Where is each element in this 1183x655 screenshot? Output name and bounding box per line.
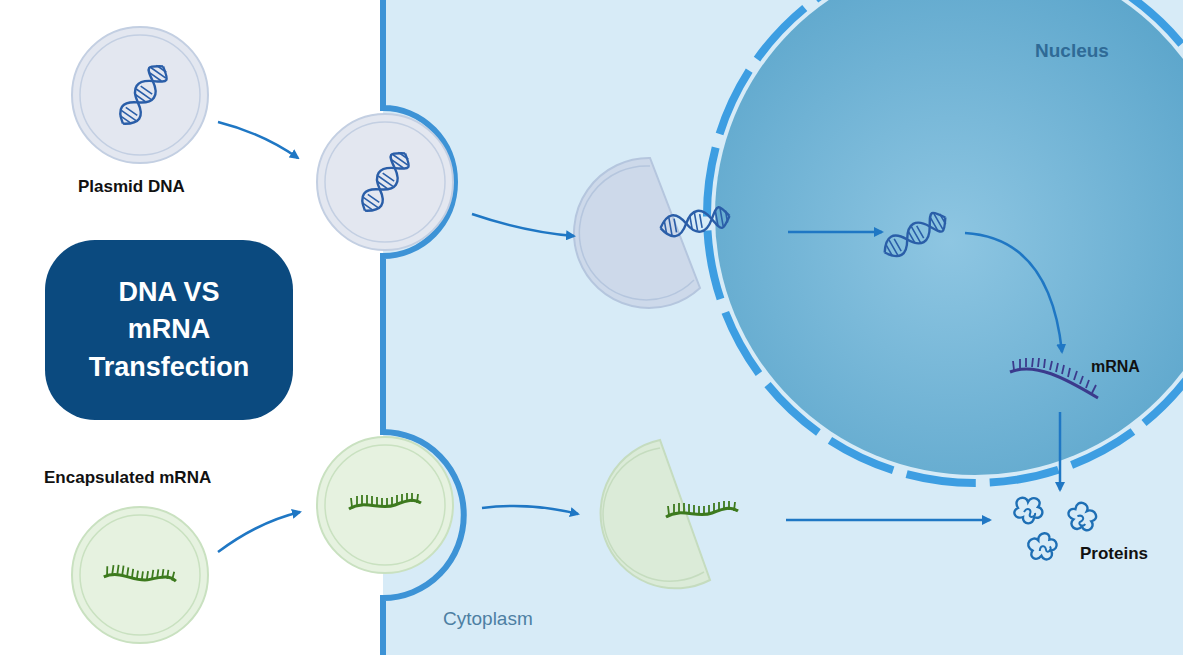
nucleus: Nucleus mRNA <box>715 0 1183 475</box>
node-label: Plasmid DNA <box>78 177 185 197</box>
label-node: mRNA <box>1005 355 1177 410</box>
vesicle: Plasmid DNA <box>70 25 220 205</box>
arrow-connector <box>1059 412 1062 490</box>
node-label: Proteins <box>1080 544 1148 564</box>
title-text: DNA VS mRNA Transfection <box>89 274 250 386</box>
region: Cytoplasm Nucleus mRNA Proteins <box>383 0 1183 655</box>
node-label: mRNA <box>1091 358 1140 376</box>
title-box: DNA VS mRNA Transfection <box>45 240 293 420</box>
label-node: Proteins <box>1000 492 1178 574</box>
vesicle: Encapsulated mRNA <box>40 470 250 648</box>
node-label: Nucleus <box>1035 40 1109 62</box>
node-label: Encapsulated mRNA <box>44 468 211 488</box>
node-label: Cytoplasm <box>443 608 533 630</box>
